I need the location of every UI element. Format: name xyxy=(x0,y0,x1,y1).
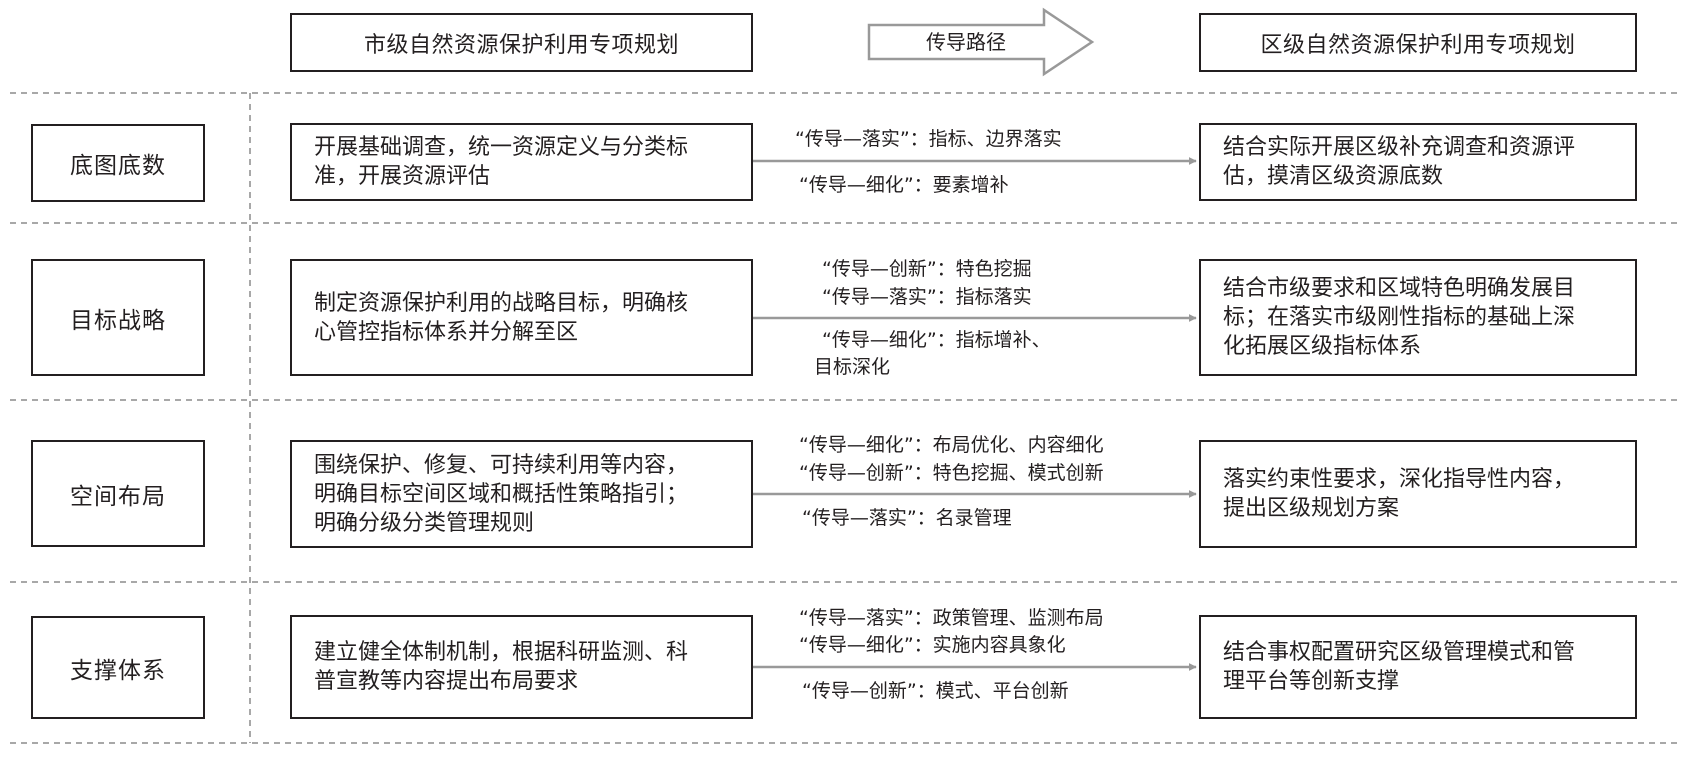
city-text-line: 明确分级分类管理规则 xyxy=(314,510,535,536)
district-text-line: 理平台等创新支撑 xyxy=(1223,669,1400,694)
header-city-plan: 市级自然资源保护利用专项规划 xyxy=(290,13,753,72)
district-response-box: 结合市级要求和区域特色明确发展目 标；在落实市级刚性指标的基础上深 化拓展区级指… xyxy=(1199,259,1637,376)
city-text-line: 制定资源保护利用的战略目标，明确核 xyxy=(314,290,689,316)
header-district-plan: 区级自然资源保护利用专项规划 xyxy=(1199,13,1637,72)
header-city-plan-title: 市级自然资源保护利用专项规划 xyxy=(363,32,679,58)
path-label: “传导—落实”：名录管理 xyxy=(802,507,1012,529)
city-requirement-box: 围绕保护、修复、可持续利用等内容， 明确目标空间区域和概括性策略指引； 明确分级… xyxy=(290,440,753,548)
city-text-line: 准，开展资源评估 xyxy=(314,164,491,189)
category-label: 目标战略 xyxy=(70,307,166,334)
header-arrow-shape xyxy=(867,7,1095,77)
district-text-line: 估，摸清区级资源底数 xyxy=(1223,164,1444,189)
connector-arrows xyxy=(753,157,1197,671)
district-text-line: 结合实际开展区级补充调查和资源评 xyxy=(1223,135,1576,160)
city-text-line: 围绕保护、修复、可持续利用等内容， xyxy=(314,452,689,478)
category-box: 底图底数 xyxy=(31,124,205,202)
district-text-line: 结合事权配置研究区级管理模式和管 xyxy=(1223,640,1576,665)
path-label: “传导—落实”：指标、边界落实 xyxy=(795,128,1062,150)
path-label: “传导—细化”：指标增补、 xyxy=(822,329,1051,351)
category-label: 空间布局 xyxy=(70,483,166,510)
category-box: 目标战略 xyxy=(31,259,205,376)
city-requirement-box: 制定资源保护利用的战略目标，明确核 心管控指标体系并分解至区 xyxy=(290,259,753,376)
city-text-line: 明确目标空间区域和概括性策略指引； xyxy=(314,481,689,507)
row-dividers xyxy=(10,92,1678,744)
path-label: “传导—细化”：要素增补 xyxy=(799,174,1009,196)
path-label: 目标深化 xyxy=(814,356,891,378)
path-label: “传导—创新”：模式、平台创新 xyxy=(802,680,1069,702)
path-label: “传导—创新”：特色挖掘 xyxy=(822,258,1032,280)
category-label: 支撑体系 xyxy=(70,657,166,684)
district-text-line: 化拓展区级指标体系 xyxy=(1223,334,1422,359)
path-label: “传导—落实”：指标落实 xyxy=(822,286,1032,308)
city-requirement-box: 开展基础调查，统一资源定义与分类标 准，开展资源评估 xyxy=(290,123,753,201)
city-text-line: 心管控指标体系并分解至区 xyxy=(314,319,579,345)
path-label: “传导—细化”：实施内容具象化 xyxy=(799,634,1066,656)
header-arrow-label: 传导路径 xyxy=(926,30,1006,54)
category-box: 空间布局 xyxy=(31,440,205,547)
path-label: “传导—创新”：特色挖掘、模式创新 xyxy=(799,462,1104,484)
path-label: “传导—落实”：政策管理、监测布局 xyxy=(799,607,1104,629)
district-text-line: 结合市级要求和区域特色明确发展目 xyxy=(1223,276,1576,301)
district-response-box: 结合事权配置研究区级管理模式和管 理平台等创新支撑 xyxy=(1199,615,1637,719)
district-text-line: 提出区级规划方案 xyxy=(1223,496,1400,521)
district-response-box: 落实约束性要求，深化指导性内容， 提出区级规划方案 xyxy=(1199,440,1637,548)
path-label: “传导—细化”：布局优化、内容细化 xyxy=(799,434,1104,456)
header-district-plan-title: 区级自然资源保护利用专项规划 xyxy=(1260,32,1576,58)
district-response-box: 结合实际开展区级补充调查和资源评 估，摸清区级资源底数 xyxy=(1199,123,1637,201)
city-text-line: 开展基础调查，统一资源定义与分类标 xyxy=(314,135,689,160)
city-text-line: 建立健全体制机制，根据科研监测、科 xyxy=(314,640,689,665)
category-box: 支撑体系 xyxy=(31,616,205,719)
city-text-line: 普宣教等内容提出布局要求 xyxy=(314,669,579,694)
city-requirement-box: 建立健全体制机制，根据科研监测、科 普宣教等内容提出布局要求 xyxy=(290,615,753,719)
district-text-line: 标；在落实市级刚性指标的基础上深 xyxy=(1223,305,1576,330)
category-label: 底图底数 xyxy=(70,153,166,179)
district-text-line: 落实约束性要求，深化指导性内容， xyxy=(1223,467,1576,492)
